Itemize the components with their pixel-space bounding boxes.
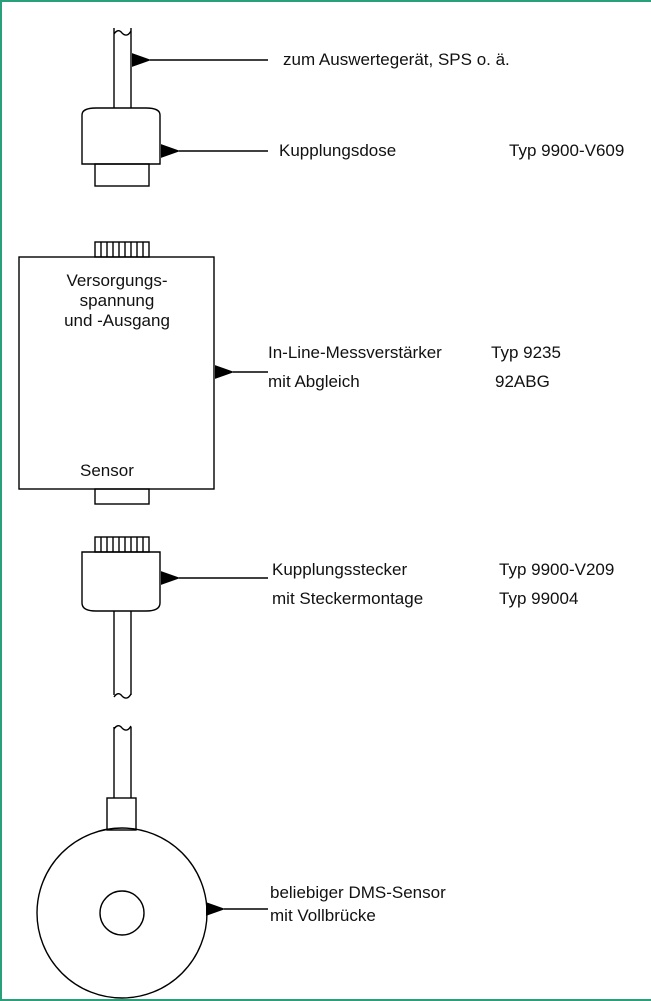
cable-label: zum Auswertegerät, SPS o. ä.	[283, 50, 510, 69]
sensor-cable	[113, 725, 132, 798]
coupling-plug-type: Typ 9900-V209	[499, 560, 615, 579]
coupling-socket-type: Typ 9900-V609	[509, 141, 625, 160]
coupling-plug-type-2: Typ 99004	[499, 589, 579, 608]
amplifier-label-2: mit Abgleich	[268, 372, 360, 391]
top-cable	[113, 28, 132, 108]
amplifier-type-2: 92ABG	[495, 372, 550, 391]
amplifier-supply-label: Versorgungs- spannung und -Ausgang	[64, 271, 170, 330]
sensor-label-2: mit Vollbrücke	[270, 906, 376, 925]
amplifier-shape	[18, 241, 215, 505]
sensor-label: beliebiger DMS-Sensor	[270, 883, 446, 902]
amplifier-label: In-Line-Messverstärker	[268, 343, 442, 362]
coupling-socket-shape	[81, 107, 161, 187]
middle-cable	[113, 611, 132, 699]
coupling-plug-label-2: mit Steckermontage	[272, 589, 424, 608]
dms-sensor-shape	[36, 797, 208, 999]
coupling-socket-label: Kupplungsdose	[279, 141, 397, 160]
amplifier-type: Typ 9235	[491, 343, 561, 362]
coupling-plug-label: Kupplungsstecker	[272, 560, 408, 579]
amplifier-sensor-label: Sensor	[80, 461, 134, 480]
coupling-plug-shape	[81, 536, 161, 612]
